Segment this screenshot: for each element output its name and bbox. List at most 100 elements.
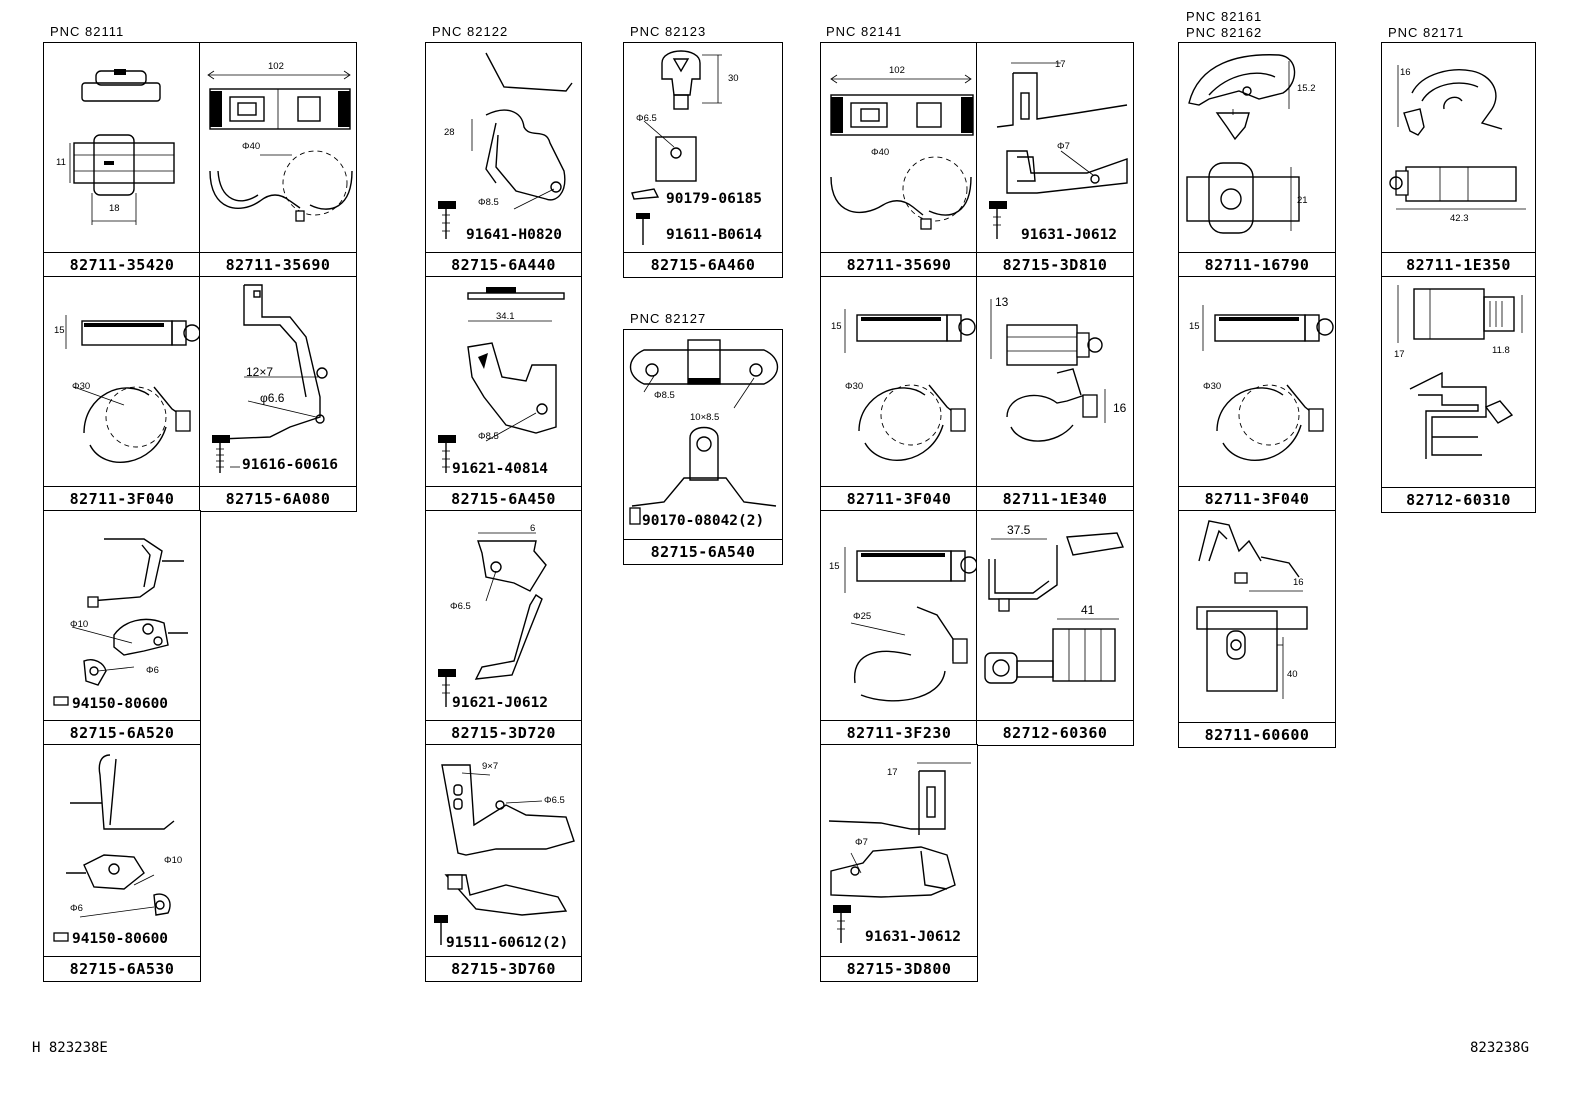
dim-label: Φ8.5 — [478, 197, 499, 208]
part-number: 82715-6A530 — [44, 956, 200, 981]
sub-part-number: 91641-H0820 — [466, 227, 563, 243]
clamp-drawing — [990, 299, 1106, 442]
part-cell-82715-6A530[interactable]: Φ10 Φ6 94150-80600 82715-6A530 — [43, 744, 201, 982]
bracket-drawing — [631, 50, 722, 245]
part-cell-82711-35690-d[interactable]: 102 Φ40 82711-35690 — [820, 42, 978, 278]
clip-drawing — [1196, 520, 1308, 699]
part-cell-82712-60310[interactable]: 17 11.8 82712-60310 — [1381, 276, 1536, 513]
part-cell-82711-3F040-a[interactable]: 15 Φ30 82711-3F040 — [43, 276, 201, 512]
sub-part-number: 94150-80600 — [72, 931, 169, 947]
dim-label: 11.8 — [1492, 345, 1510, 356]
dim-label: φ6.6 — [260, 391, 285, 405]
part-number: 82715-3D760 — [426, 956, 581, 981]
pnc-label-82122: PNC 82122 — [432, 24, 509, 39]
dim-label: Φ8.5 — [654, 390, 675, 401]
dim-label: 11 — [56, 157, 66, 168]
drawing-id-left: H 823238E — [32, 1040, 108, 1056]
part-cell-82711-1E350[interactable]: 16 42.3 82711-1E350 — [1381, 42, 1536, 278]
part-cell-82711-3F040-d[interactable]: 15 Φ30 82711-3F040 — [820, 276, 978, 512]
bracket-drawing — [989, 62, 1128, 239]
clamp-drawing — [830, 74, 974, 230]
dim-label: 12×7 — [246, 365, 274, 379]
part-number: 82712-60310 — [1382, 487, 1535, 512]
dim-label: 15 — [829, 561, 840, 572]
part-number: 82711-35690 — [200, 252, 356, 277]
bracket-drawing — [438, 532, 547, 707]
part-number: 82711-1E340 — [977, 486, 1133, 511]
part-cell-82711-3F230[interactable]: 15 Φ25 82711-3F230 — [820, 510, 978, 746]
clamp-drawing — [984, 532, 1124, 684]
part-cell-82715-6A440[interactable]: 28 Φ8.5 91641-H0820 82715-6A440 — [425, 42, 582, 278]
part-cell-82715-3D810[interactable]: 17 Φ7 91631-J0612 82715-3D810 — [976, 42, 1134, 278]
dim-label: Φ6.5 — [636, 113, 657, 124]
bracket-drawing — [828, 762, 971, 943]
part-cell-82715-6A520[interactable]: Φ10 Φ6 94150-80600 82715-6A520 — [43, 510, 201, 746]
clamp-drawing — [1202, 305, 1334, 461]
part-cell-82715-6A540[interactable]: Φ8.5 10×8.5 90170-08042(2) 82715-6A540 — [623, 329, 783, 565]
drawing-id-right: 823238G — [1470, 1040, 1530, 1056]
sub-part-number: 91631-J0612 — [1021, 227, 1118, 243]
dim-label: 37.5 — [1007, 523, 1031, 537]
dim-label: 15 — [831, 321, 842, 332]
clip-drawing — [69, 69, 175, 225]
dim-label: Φ10 — [164, 855, 183, 866]
dim-label: 15 — [54, 325, 65, 336]
part-cell-82715-6A460[interactable]: 30 Φ6.5 90179-06185 91611-B0614 82715-6A… — [623, 42, 783, 278]
part-cell-82715-6A450[interactable]: 34.1 Φ8.5 91621-40814 82715-6A450 — [425, 276, 582, 512]
part-number: 82711-3F040 — [1179, 486, 1335, 511]
dim-label: Φ6 — [70, 903, 83, 914]
sub-part-number: 91621-J0612 — [452, 695, 549, 711]
dim-label: 16 — [1293, 577, 1304, 588]
dim-label: 30 — [728, 73, 739, 84]
part-cell-82711-16790[interactable]: 15.2 21 82711-16790 — [1178, 42, 1336, 278]
bracket-drawing — [53, 754, 175, 942]
part-cell-82711-3F040-e[interactable]: 15 Φ30 82711-3F040 — [1178, 276, 1336, 512]
part-number: 82711-3F040 — [821, 486, 977, 511]
dim-label: 17 — [1394, 349, 1405, 360]
dim-label: 34.1 — [496, 311, 515, 322]
pnc-label-82141: PNC 82141 — [826, 24, 903, 39]
bracket-drawing — [212, 284, 328, 473]
part-number: 82715-3D810 — [977, 252, 1133, 277]
dim-label: 13 — [995, 295, 1009, 309]
dim-label: Φ8.5 — [478, 431, 499, 442]
part-cell-82711-35690-a[interactable]: 102 Φ40 82711-35690 — [199, 42, 357, 278]
pnc-label-82161: PNC 82161 — [1186, 9, 1263, 24]
part-cell-82715-3D720[interactable]: 6 Φ6.5 91621-J0612 82715-3D720 — [425, 510, 582, 746]
dim-label: 9×7 — [482, 761, 499, 772]
part-cell-82711-60600[interactable]: 16 40 82711-60600 — [1178, 510, 1336, 748]
sub-part-number: 94150-80600 — [72, 696, 169, 712]
part-cell-82715-3D800[interactable]: 17 Φ7 91631-J0612 82715-3D800 — [820, 744, 978, 982]
dim-label: 102 — [268, 61, 284, 72]
clamp-drawing — [207, 70, 353, 222]
dim-label: 16 — [1400, 67, 1411, 78]
part-number: 82711-1E350 — [1382, 252, 1535, 277]
part-number: 82715-3D800 — [821, 956, 977, 981]
dim-label: 17 — [1055, 59, 1066, 70]
dim-label: 42.3 — [1450, 213, 1469, 224]
dim-label: Φ10 — [70, 619, 89, 630]
clip-drawing — [1397, 285, 1523, 459]
dim-label: Φ40 — [242, 141, 261, 152]
part-cell-82711-1E340[interactable]: 13 16 82711-1E340 — [976, 276, 1134, 512]
part-number: 82715-6A450 — [426, 486, 581, 511]
part-number: 82715-3D720 — [426, 720, 581, 745]
part-cell-82715-3D760[interactable]: 9×7 Φ6.5 91511-60612(2) 82715-3D760 — [425, 744, 582, 982]
dim-label: Φ30 — [1203, 381, 1222, 392]
part-cell-82715-6A080[interactable]: 12×7 φ6.6 91616-60616 82715-6A080 — [199, 276, 357, 512]
pnc-label-82111: PNC 82111 — [50, 24, 125, 39]
pnc-label-82171: PNC 82171 — [1388, 25, 1465, 40]
part-cell-82711-35420[interactable]: 11 18 82711-35420 — [43, 42, 201, 278]
clip-drawing — [1186, 54, 1300, 234]
dim-label: Φ25 — [853, 611, 872, 622]
dim-label: Φ40 — [871, 147, 890, 158]
part-number: 82715-6A520 — [44, 720, 200, 745]
sub-part-number: 91511-60612(2) — [446, 935, 569, 951]
sub-part-number: 90179-06185 — [666, 191, 763, 207]
sub-part-number: 91616-60616 — [242, 457, 339, 473]
part-cell-82712-60360[interactable]: 37.5 41 82712-60360 — [976, 510, 1134, 746]
dim-label: Φ6.5 — [450, 601, 471, 612]
dim-label: 102 — [889, 65, 905, 76]
bracket-drawing — [434, 764, 575, 945]
sub-part-number: 90170-08042(2) — [642, 513, 765, 529]
